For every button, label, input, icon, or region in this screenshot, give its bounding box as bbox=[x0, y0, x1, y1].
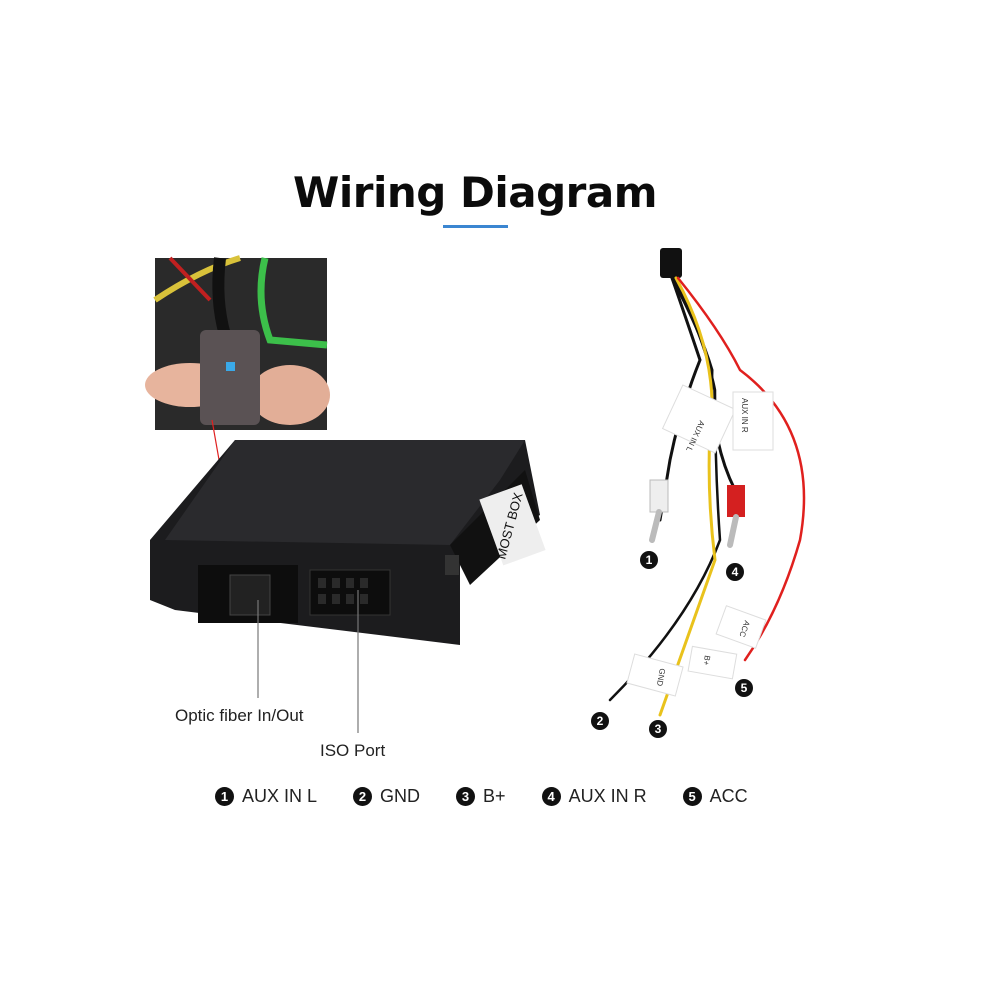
legend-item: 5 ACC bbox=[682, 786, 748, 807]
wire-harness bbox=[608, 248, 806, 717]
number-badge: 5 bbox=[682, 787, 702, 806]
wire-number-5: 5 bbox=[735, 679, 753, 697]
wire-number-2: 2 bbox=[591, 712, 609, 730]
legend-label: B+ bbox=[483, 786, 506, 806]
fiber-connector-photo bbox=[145, 255, 330, 430]
number-badge: 2 bbox=[353, 787, 373, 806]
legend-label: AUX IN R bbox=[568, 786, 647, 806]
legend-label: ACC bbox=[709, 786, 748, 806]
legend-item: 4 AUX IN R bbox=[541, 786, 647, 807]
number-badge: 3 bbox=[456, 787, 476, 806]
wire-number-1: 1 bbox=[640, 551, 658, 569]
page-title: Wiring Diagram bbox=[293, 168, 657, 217]
iso-port-callout: ISO Port bbox=[320, 741, 386, 760]
legend-label: GND bbox=[380, 786, 421, 806]
tag-gnd: GND bbox=[655, 668, 667, 687]
legend-item: 2 GND bbox=[353, 786, 420, 807]
legend-item: 3 B+ bbox=[456, 786, 506, 807]
wire-number-3: 3 bbox=[649, 720, 667, 738]
number-badge: 4 bbox=[541, 787, 561, 806]
title-underline bbox=[443, 225, 508, 228]
number-badge: 1 bbox=[215, 787, 234, 806]
legend-label: AUX IN L bbox=[242, 786, 318, 806]
optic-fiber-callout: Optic fiber In/Out bbox=[175, 706, 304, 725]
wire-number-4: 4 bbox=[726, 563, 744, 581]
most-box: MOST BOX bbox=[150, 440, 546, 645]
tag-bplus: B+ bbox=[701, 655, 712, 667]
legend-item: 1 AUX IN L bbox=[215, 786, 317, 807]
tag-aux-r: AUX IN R bbox=[740, 398, 749, 433]
wire-legend: 1 AUX IN L 2 GND 3 B+ 4 AUX IN R 5 ACC bbox=[215, 786, 784, 807]
